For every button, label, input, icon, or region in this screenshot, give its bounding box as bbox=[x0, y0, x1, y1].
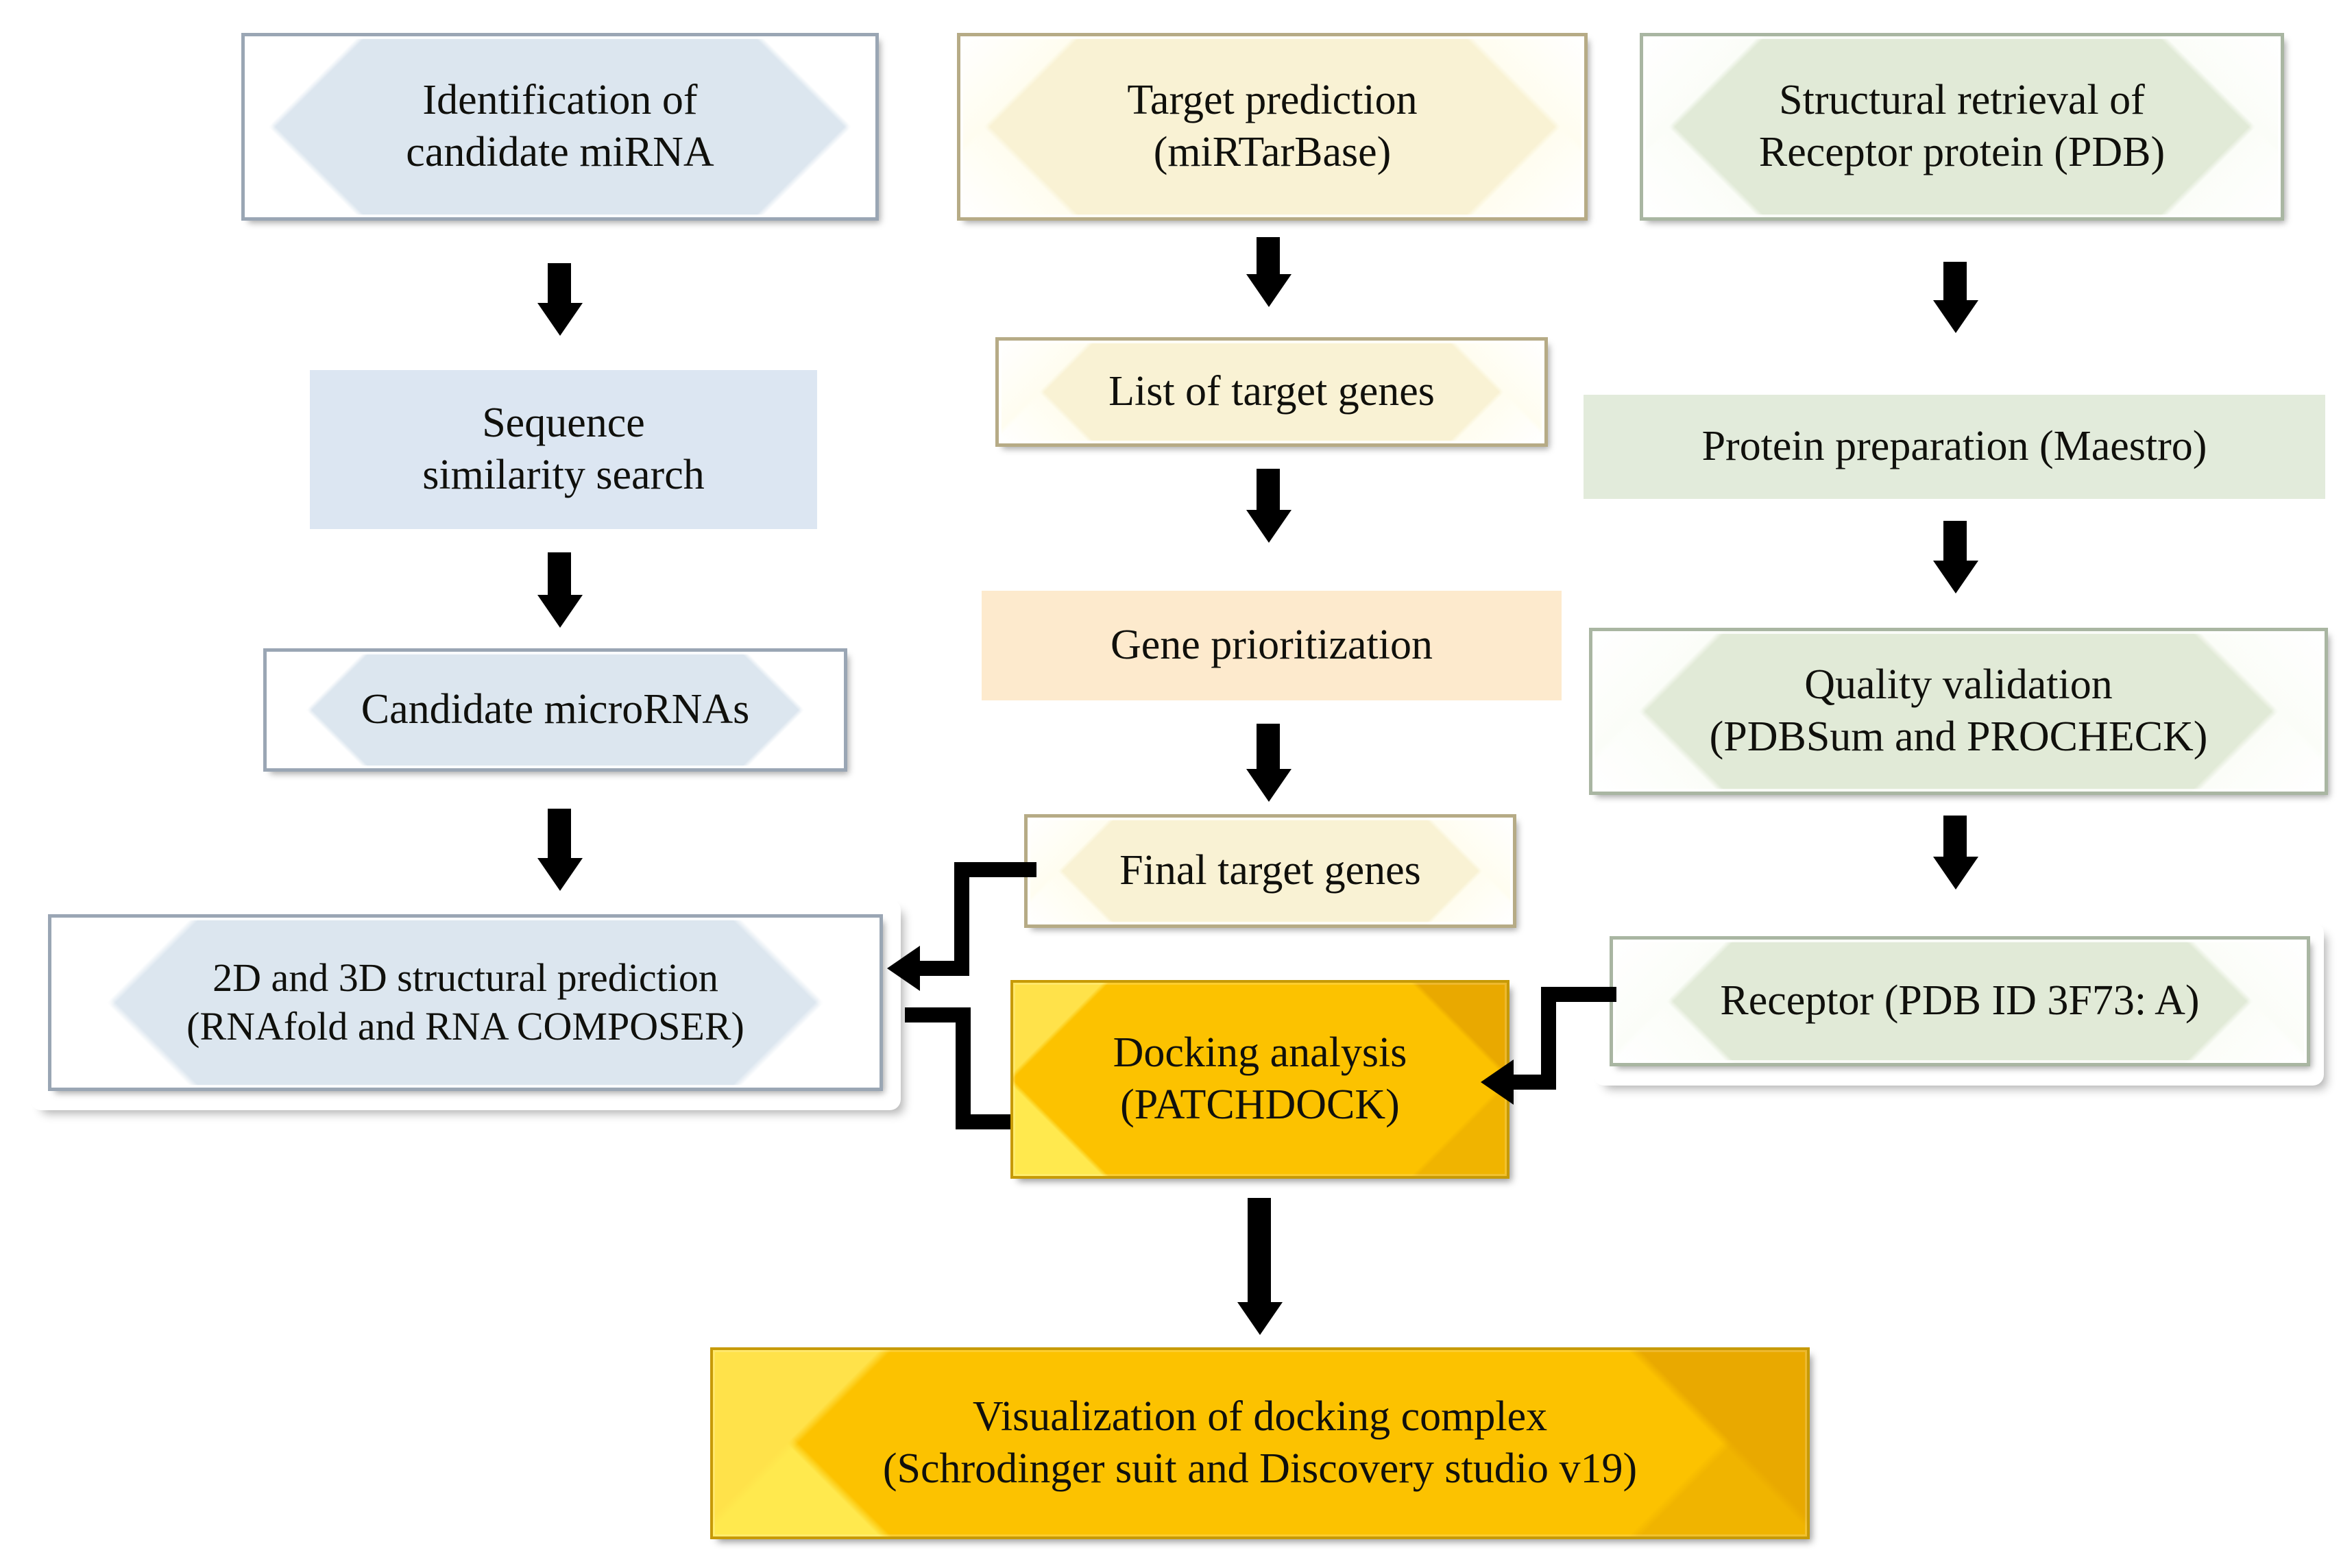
node-docking-analysis[interactable]: Docking analysis (PATCHDOCK) bbox=[1010, 980, 1509, 1179]
arrow-retrieval-to-preparation bbox=[1933, 300, 1978, 333]
arrow-prioritization-to-final bbox=[1246, 769, 1291, 802]
elbow-final-to-structural-top bbox=[954, 862, 1036, 877]
line-preparation-to-validation bbox=[1943, 521, 1967, 565]
node-candidate-micrornas[interactable]: Candidate microRNAs bbox=[263, 648, 847, 772]
node-list-target-genes[interactable]: List of target genes bbox=[995, 337, 1548, 447]
node-gene-prioritization[interactable]: Gene prioritization bbox=[982, 591, 1562, 700]
elbow-receptor-to-docking-top bbox=[1541, 987, 1616, 1002]
node-visualization-label: Visualization of docking complex (Schrod… bbox=[882, 1393, 1638, 1492]
elbow-structural-to-docking-top bbox=[905, 1007, 971, 1022]
arrow-candidate-to-structural bbox=[537, 858, 583, 891]
node-candidate-micrornas-label: Candidate microRNAs bbox=[361, 686, 750, 733]
node-gene-prioritization-label: Gene prioritization bbox=[1111, 622, 1433, 669]
node-list-target-genes-label: List of target genes bbox=[1108, 368, 1435, 415]
node-identification-mirna-label: Identification of candidate miRNA bbox=[406, 77, 714, 175]
arrow-target-to-list bbox=[1246, 274, 1291, 307]
node-final-target-genes-label: Final target genes bbox=[1119, 847, 1421, 894]
arrow-docking-to-visualization bbox=[1237, 1302, 1283, 1335]
arrow-identification-to-sequence bbox=[537, 303, 583, 336]
line-prioritization-to-final bbox=[1257, 724, 1280, 773]
elbow-final-to-structural-bottom bbox=[919, 961, 969, 976]
line-target-to-list bbox=[1257, 237, 1280, 278]
arrow-final-to-structural bbox=[887, 946, 920, 991]
line-retrieval-to-preparation bbox=[1943, 262, 1967, 304]
node-structural-prediction-label: 2D and 3D structural prediction (RNAfold… bbox=[186, 955, 744, 1049]
node-target-prediction-label: Target prediction (miRTarBase) bbox=[1127, 77, 1418, 175]
arrow-receptor-to-docking bbox=[1481, 1059, 1514, 1105]
node-identification-mirna[interactable]: Identification of candidate miRNA bbox=[241, 33, 879, 221]
node-sequence-similarity[interactable]: Sequence similarity search bbox=[310, 370, 817, 529]
node-quality-validation[interactable]: Quality validation (PDBSum and PROCHECK) bbox=[1589, 628, 2328, 795]
node-visualization[interactable]: Visualization of docking complex (Schrod… bbox=[710, 1347, 1810, 1539]
node-target-prediction[interactable]: Target prediction (miRTarBase) bbox=[957, 33, 1588, 221]
node-quality-validation-label: Quality validation (PDBSum and PROCHECK) bbox=[1709, 661, 2208, 760]
line-list-to-prioritization bbox=[1257, 469, 1280, 514]
arrow-list-to-prioritization bbox=[1246, 510, 1291, 543]
node-structural-retrieval-label: Structural retrieval of Receptor protein… bbox=[1758, 77, 2166, 175]
elbow-receptor-to-docking-vertical bbox=[1541, 987, 1556, 1090]
line-candidate-to-structural bbox=[548, 809, 571, 862]
node-sequence-similarity-label: Sequence similarity search bbox=[422, 400, 705, 498]
elbow-structural-to-docking-vertical bbox=[956, 1007, 971, 1129]
node-protein-preparation-label: Protein preparation (Maestro) bbox=[1701, 423, 2207, 470]
node-structural-prediction[interactable]: 2D and 3D structural prediction (RNAfold… bbox=[48, 914, 883, 1091]
node-structural-retrieval[interactable]: Structural retrieval of Receptor protein… bbox=[1640, 33, 2284, 221]
line-identification-to-sequence bbox=[548, 263, 571, 307]
arrow-validation-to-receptor bbox=[1933, 857, 1978, 890]
node-receptor-label: Receptor (PDB ID 3F73: A) bbox=[1720, 977, 2200, 1025]
elbow-final-to-structural-vertical bbox=[954, 862, 969, 976]
node-receptor[interactable]: Receptor (PDB ID 3F73: A) bbox=[1610, 936, 2310, 1066]
node-docking-analysis-label: Docking analysis (PATCHDOCK) bbox=[1113, 1029, 1407, 1128]
line-docking-to-visualization bbox=[1248, 1198, 1271, 1306]
elbow-structural-to-docking-bottom bbox=[956, 1114, 1017, 1129]
elbow-receptor-to-docking-bottom bbox=[1512, 1075, 1556, 1090]
node-final-target-genes[interactable]: Final target genes bbox=[1024, 814, 1516, 928]
node-protein-preparation[interactable]: Protein preparation (Maestro) bbox=[1584, 395, 2325, 499]
line-validation-to-receptor bbox=[1943, 816, 1967, 861]
arrow-sequence-to-candidate bbox=[537, 595, 583, 628]
line-sequence-to-candidate bbox=[548, 552, 571, 599]
arrow-preparation-to-validation bbox=[1933, 561, 1978, 593]
